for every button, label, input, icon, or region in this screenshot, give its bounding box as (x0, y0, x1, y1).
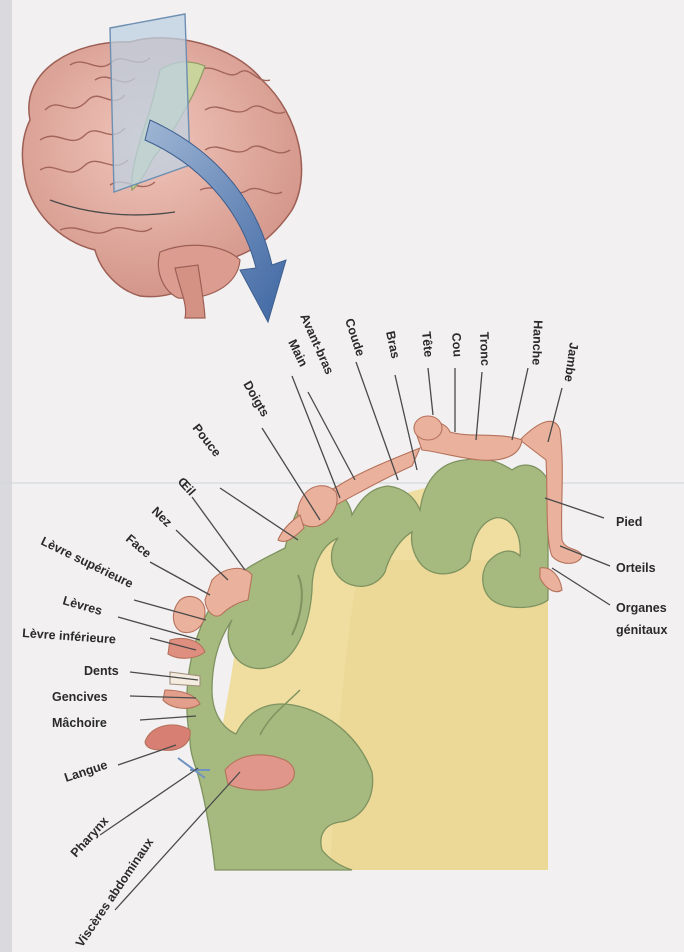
label-pied: Pied (616, 515, 642, 529)
label-orteils: Orteils (616, 561, 656, 575)
page-edge (0, 0, 12, 952)
label-tete: Tête (419, 331, 436, 358)
section-plane (110, 14, 190, 192)
label-dents: Dents (84, 664, 119, 678)
label-cou: Cou (449, 332, 465, 357)
label-gencives: Gencives (52, 690, 108, 704)
label-tronc: Tronc (477, 332, 492, 367)
label-genitaux: génitaux (616, 623, 667, 637)
label-organes: Organes (616, 601, 667, 615)
label-machoire: Mâchoire (52, 716, 107, 730)
label-hanche: Hanche (529, 320, 545, 366)
